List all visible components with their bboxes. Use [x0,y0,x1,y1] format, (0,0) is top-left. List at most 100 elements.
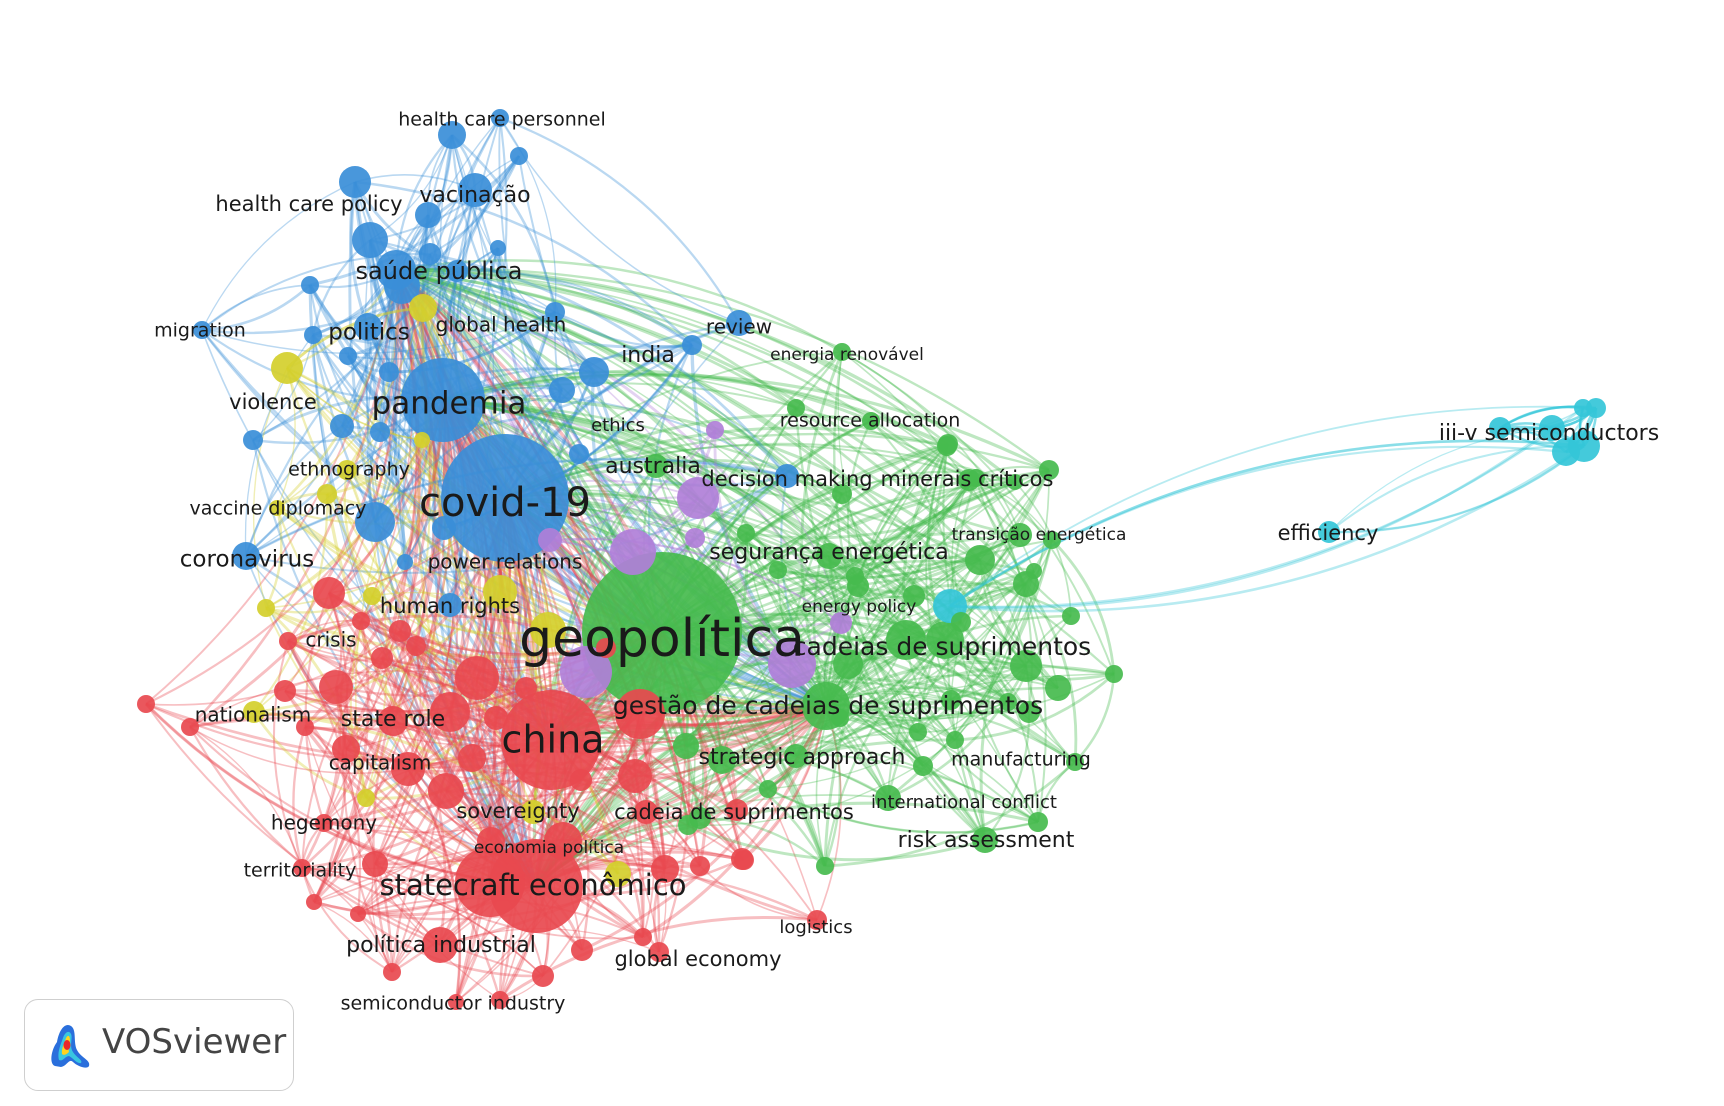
label-gestao-de-cadeias[interactable]: gestão de cadeias de suprimentos [613,691,1043,720]
network-node[interactable] [1539,415,1565,441]
label-review[interactable]: review [706,315,772,339]
label-saude-publica[interactable]: saúde pública [356,257,523,285]
network-node[interactable] [530,612,566,648]
label-vaccine-diplomacy[interactable]: vaccine diplomacy [190,498,367,520]
network-node[interactable] [357,789,375,807]
network-node[interactable] [769,561,787,579]
network-node[interactable] [484,706,508,730]
label-seguranca-energetica[interactable]: segurança energética [709,540,948,565]
network-node[interactable] [304,326,322,344]
label-india[interactable]: india [621,343,675,368]
network-node[interactable] [560,646,612,698]
network-node[interactable] [737,524,755,542]
network-node[interactable] [501,690,601,790]
network-node[interactable] [830,612,852,634]
label-geopolitica[interactable]: geopolítica [519,609,805,669]
network-node[interactable] [428,773,464,809]
network-node[interactable] [483,575,517,609]
network-node[interactable] [1026,563,1042,579]
network-node[interactable] [332,735,360,763]
network-node[interactable] [1007,474,1023,490]
label-manufacturing[interactable]: manufacturing [951,749,1091,771]
network-node[interactable] [301,276,319,294]
label-strategic-approach[interactable]: strategic approach [699,745,906,770]
network-node[interactable] [544,822,582,860]
network-node[interactable] [352,612,370,630]
network-node[interactable] [355,502,395,542]
network-node[interactable] [446,260,468,282]
network-node[interactable] [673,733,699,759]
network-node[interactable] [257,599,275,617]
label-vacinacao[interactable]: vacinação [419,183,530,208]
label-global-health[interactable]: global health [436,313,567,337]
network-node[interactable] [1039,460,1059,480]
network-node[interactable] [193,321,211,339]
network-node[interactable] [315,814,333,832]
network-node[interactable] [846,567,864,585]
network-node[interactable] [1489,417,1511,439]
network-node[interactable] [181,718,199,736]
network-node[interactable] [378,706,408,736]
network-node[interactable] [1010,650,1042,682]
network-node[interactable] [363,587,381,605]
network-node[interactable] [438,593,462,617]
network-node[interactable] [319,670,353,704]
network-node[interactable] [718,619,736,637]
network-node[interactable] [618,759,652,793]
label-logistics[interactable]: logistics [779,917,852,938]
network-node[interactable] [768,640,816,688]
network-node[interactable] [448,994,464,1010]
network-node[interactable] [455,656,499,700]
network-node[interactable] [232,542,260,570]
network-node[interactable] [371,647,393,669]
network-node[interactable] [458,173,492,207]
network-node[interactable] [875,785,901,811]
label-capitalism[interactable]: capitalism [329,751,432,775]
network-node[interactable] [816,857,834,875]
network-node[interactable] [391,752,425,786]
label-efficiency[interactable]: efficiency [1278,521,1379,545]
network-node[interactable] [293,859,311,877]
network-node[interactable] [726,310,752,336]
label-covid-19[interactable]: covid-19 [419,480,591,526]
label-economia-politica[interactable]: economia política [474,838,624,858]
network-node[interactable] [833,649,863,679]
label-decision-making[interactable]: decision making [701,467,872,491]
network-node[interactable] [571,939,593,961]
network-node[interactable] [384,268,420,304]
label-health-care-personnel[interactable]: health care personnel [398,109,606,131]
network-node[interactable] [787,399,805,417]
label-ethnography[interactable]: ethnography [288,459,410,481]
network-node[interactable] [409,294,437,322]
network-node[interactable] [419,243,441,265]
label-transicao-energetica[interactable]: transição energética [952,525,1127,545]
network-node[interactable] [816,543,842,569]
label-risk-assessment[interactable]: risk assessment [898,828,1075,853]
network-node[interactable] [1586,398,1606,418]
network-node[interactable] [354,313,382,341]
network-node[interactable] [1105,665,1123,683]
network-node[interactable] [337,460,357,480]
network-node[interactable] [243,430,263,450]
network-node[interactable] [339,347,357,365]
network-node[interactable] [1066,753,1084,771]
network-node[interactable] [1018,701,1040,723]
label-energy-policy[interactable]: energy policy [802,597,917,617]
network-node[interactable] [972,827,998,853]
network-node[interactable] [651,855,679,883]
network-node[interactable] [605,861,631,887]
network-node[interactable] [759,780,777,798]
label-nationalism[interactable]: nationalism [195,703,312,727]
network-node[interactable] [926,621,964,659]
network-node[interactable] [726,799,748,821]
network-node[interactable] [644,454,668,478]
network-node[interactable] [422,927,458,963]
network-node[interactable] [350,906,366,922]
label-global-economy[interactable]: global economy [614,947,781,971]
network-node[interactable] [941,690,961,710]
network-node[interactable] [330,414,354,438]
network-node[interactable] [415,202,441,228]
label-iii-v-semiconductors[interactable]: iii-v semiconductors [1439,421,1659,446]
network-node[interactable] [682,335,702,355]
